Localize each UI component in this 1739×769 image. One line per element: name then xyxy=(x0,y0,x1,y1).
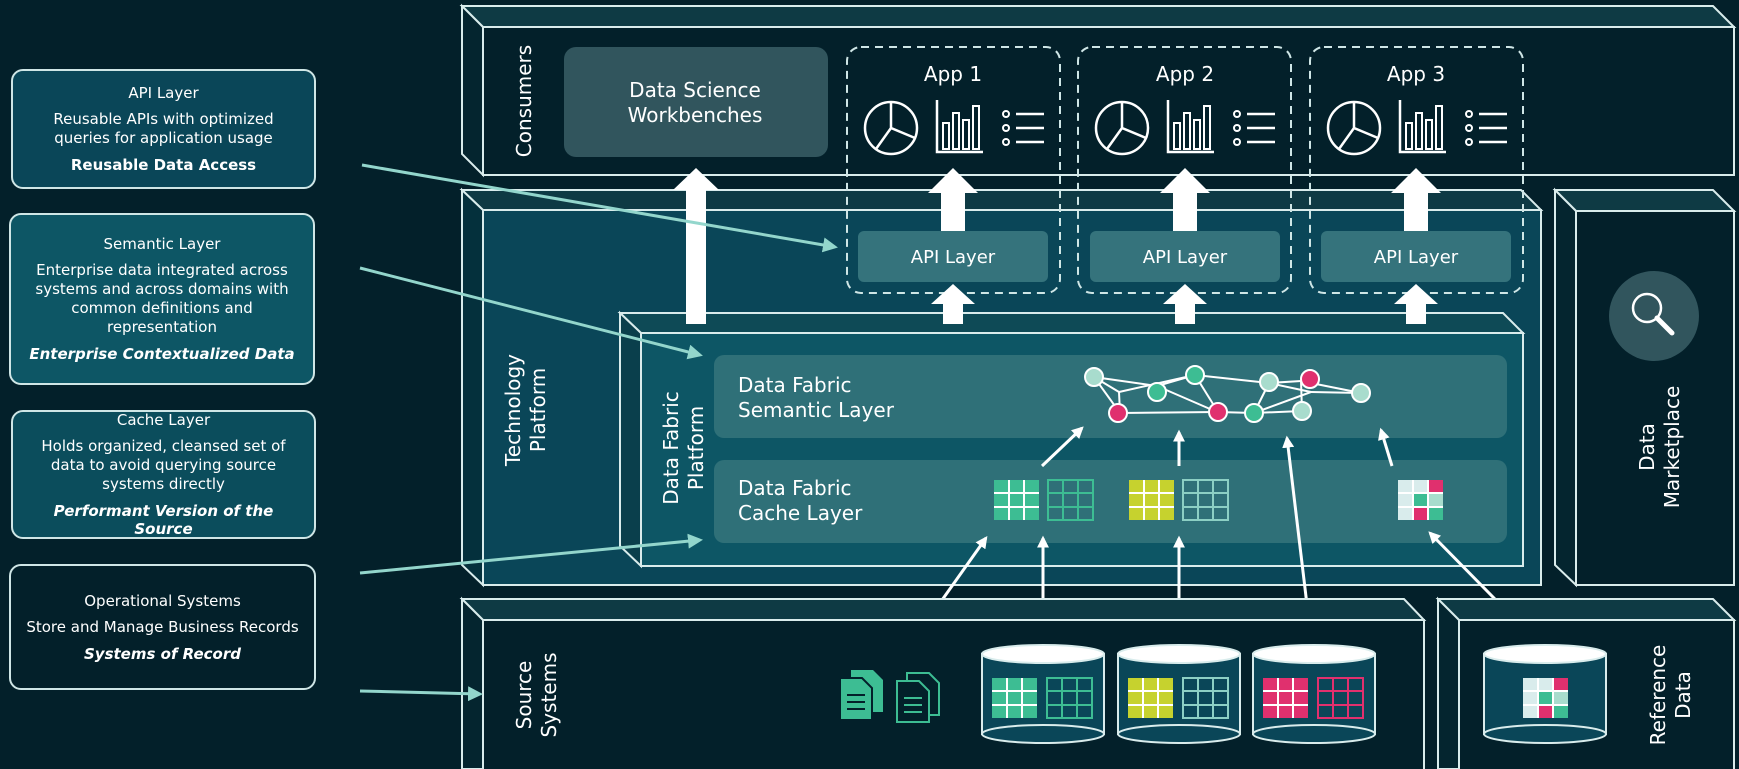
callout-operational-systems: Operational Systems Store and Manage Bus… xyxy=(9,564,316,690)
callout-semantic-layer: Semantic Layer Enterprise data integrate… xyxy=(9,213,315,385)
consumers-label: Consumers xyxy=(512,45,536,157)
data-fabric-platform-label-1: Data Fabric xyxy=(659,391,683,505)
callout-description: Store and Manage Business Records xyxy=(26,617,299,636)
data-science-workbench: Data Science Workbenches xyxy=(564,47,828,157)
callout-title: Semantic Layer xyxy=(103,235,221,253)
cache-layer-band: Data Fabric Cache Layer xyxy=(714,460,1507,543)
workbench-line-2: Workbenches xyxy=(628,103,763,127)
callout-key: Performant Version of the Source xyxy=(53,502,274,538)
source-systems-label-1: Source xyxy=(512,661,536,730)
semantic-label-1: Data Fabric xyxy=(738,373,852,397)
reference-data-label-1: Reference xyxy=(1646,645,1670,746)
document-outline-icon xyxy=(896,672,940,723)
callout-key: Enterprise Contextualized Data xyxy=(29,345,295,363)
app-1-title: App 1 xyxy=(924,62,982,86)
callout-description: Enterprise data integrated across system… xyxy=(35,261,289,336)
data-marketplace-label-2: Marketplace xyxy=(1660,386,1684,509)
database-reference xyxy=(1483,644,1607,744)
callout-api-layer: API Layer Reusable APIs with optimized q… xyxy=(11,69,316,189)
callout-title: Operational Systems xyxy=(84,591,241,610)
app-2-title: App 2 xyxy=(1156,62,1214,86)
data-marketplace-label-1: Data xyxy=(1635,423,1659,471)
cache-grid-reference xyxy=(1398,480,1443,520)
callout-cache-layer: Cache Layer Holds organized, cleansed se… xyxy=(11,410,316,539)
callout-connectors xyxy=(359,163,838,702)
reference-data-label-2: Data xyxy=(1671,671,1695,719)
database-yellow xyxy=(1117,644,1241,744)
cache-grid-green xyxy=(994,479,1094,521)
semantic-layer-band: Data Fabric Semantic Layer xyxy=(714,355,1507,438)
white-arrows xyxy=(673,168,1441,324)
document-icon xyxy=(839,670,883,721)
callout-key: Reusable Data Access xyxy=(70,156,257,174)
callout-description: Reusable APIs with optimized queries for… xyxy=(53,110,274,147)
database-green xyxy=(981,644,1105,744)
workbench-line-1: Data Science xyxy=(629,78,761,102)
source-systems-label-2: Systems xyxy=(537,653,561,738)
database-pink xyxy=(1252,644,1376,744)
app-3-api-label: API Layer xyxy=(1374,247,1459,268)
knowledge-graph-icon xyxy=(1084,365,1371,423)
callout-key: Systems of Record xyxy=(84,644,241,663)
data-marketplace-panel: Data Marketplace xyxy=(1552,187,1737,588)
app-2-api-label: API Layer xyxy=(1143,247,1228,268)
app-3-title: App 3 xyxy=(1387,62,1445,86)
callout-title: API Layer xyxy=(128,84,199,102)
callout-title: Cache Layer xyxy=(116,411,211,429)
data-fabric-platform-label-2: Platform xyxy=(684,406,708,490)
cache-label-2: Cache Layer xyxy=(738,501,863,525)
technology-platform-label-2: Platform xyxy=(526,368,550,452)
cache-label-1: Data Fabric xyxy=(738,476,852,500)
callout-description: Holds organized, cleansed set of data to… xyxy=(41,437,286,493)
search-icon xyxy=(1609,271,1699,361)
semantic-label-2: Semantic Layer xyxy=(738,398,895,422)
app-1-api-label: API Layer xyxy=(911,247,996,268)
technology-platform-label-1: Technology xyxy=(501,354,525,467)
cache-grid-yellow xyxy=(1129,479,1229,521)
